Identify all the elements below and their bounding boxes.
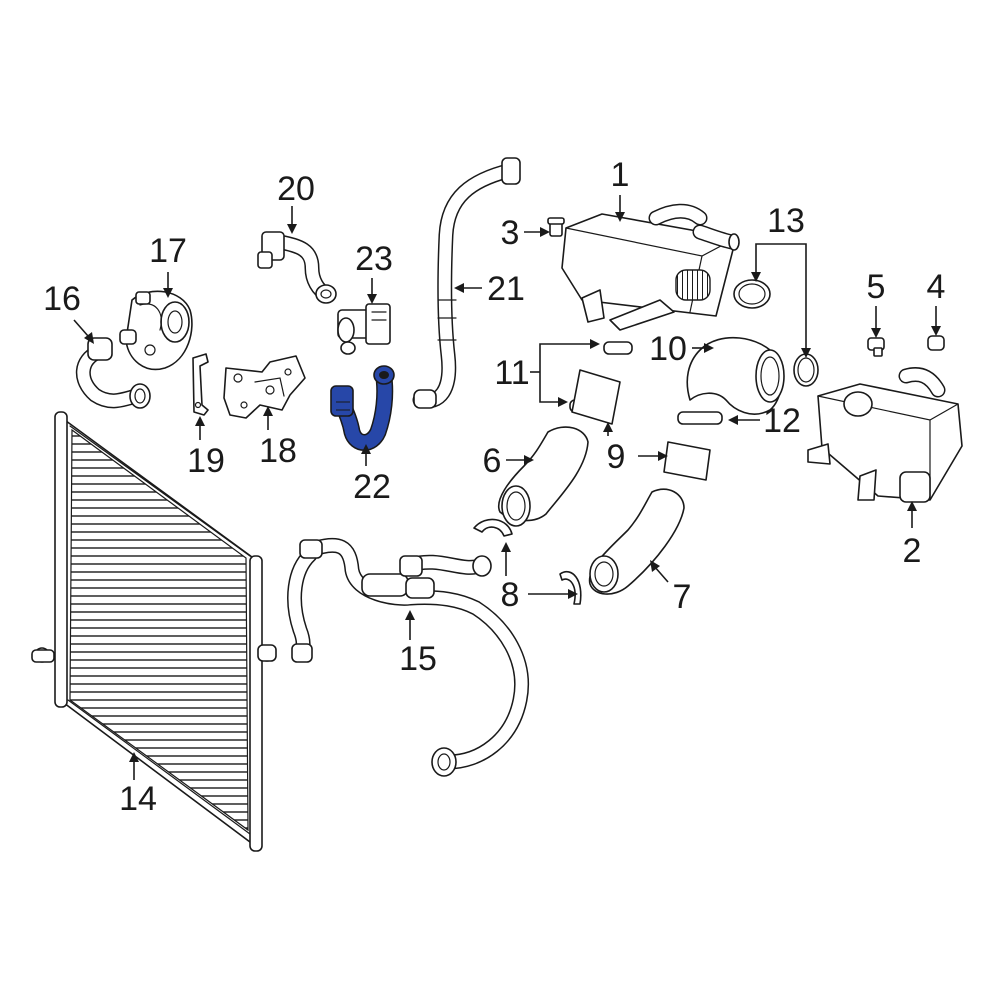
callout-7: 7 [673,578,692,616]
callout-12: 12 [763,402,801,440]
callout-8: 8 [501,576,520,614]
callout-2: 2 [903,532,922,570]
part-2-intercooler[interactable] [807,367,963,503]
callout-1: 1 [611,156,630,194]
part-21-hose[interactable] [412,157,521,409]
part-22-hose-highlighted[interactable] [330,365,395,451]
callout-5: 5 [867,268,886,306]
part-7-intake-duct[interactable] [588,488,685,595]
part-23-valve[interactable] [337,303,391,355]
part-1-intercooler[interactable] [561,203,740,331]
part-14-radiator[interactable] [31,411,277,852]
callout-16: 16 [43,280,81,318]
part-12-clamp[interactable] [677,411,723,425]
callout-6: 6 [483,442,502,480]
callout-9: 9 [607,438,626,476]
callout-22: 22 [353,468,391,506]
callout-20: 20 [277,170,315,208]
callout-13: 13 [767,202,805,240]
part-19-bracket[interactable] [192,353,209,416]
callout-14: 14 [119,780,157,818]
callout-17: 17 [149,232,187,270]
part-5-bolt[interactable] [867,337,885,357]
part-9-sleeves[interactable] [571,369,711,481]
callout-4: 4 [927,268,946,306]
callout-10: 10 [649,330,687,368]
callout-15: 15 [399,640,437,678]
callout-labels: 1 2 3 4 5 6 7 8 9 10 11 12 13 14 15 16 1… [43,156,945,818]
part-15-hose-assembly[interactable] [287,537,529,777]
callout-3: 3 [501,214,520,252]
callout-18: 18 [259,432,297,470]
part-8-seals[interactable] [473,518,582,605]
part-10-elbow-duct[interactable] [686,336,785,415]
callout-11: 11 [494,354,529,392]
part-16-hose[interactable] [75,337,151,409]
part-3-sensor[interactable] [547,217,565,237]
callout-19: 19 [187,442,225,480]
callout-21: 21 [487,270,525,308]
part-13-clamps[interactable] [733,279,819,387]
part-6-intake-duct[interactable] [497,426,589,527]
part-17-water-pump[interactable] [119,290,193,371]
callout-23: 23 [355,240,393,278]
part-4-cap[interactable] [927,335,945,351]
part-18-bracket[interactable] [223,355,306,419]
leader-lines [73,195,941,780]
part-20-hose[interactable] [257,231,337,304]
